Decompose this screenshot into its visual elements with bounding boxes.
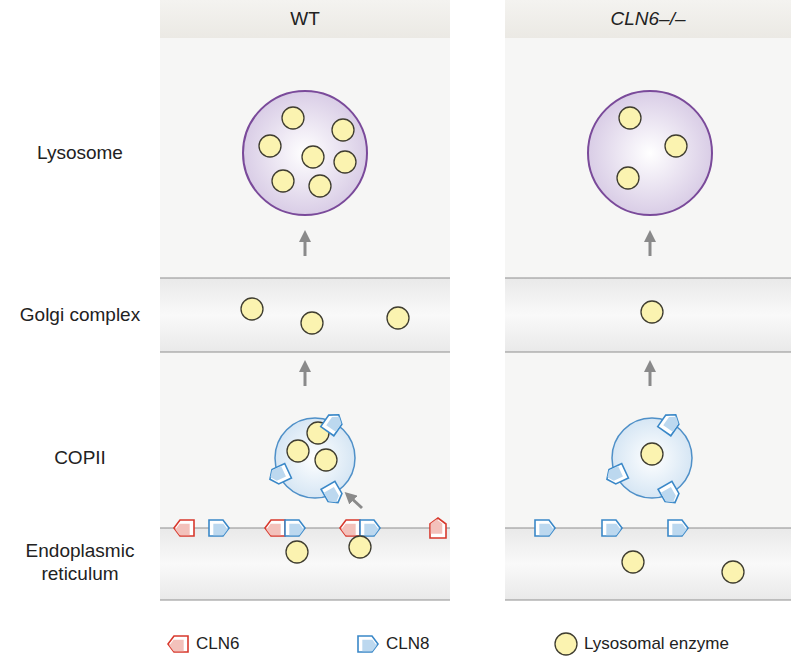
legend-swatch (555, 633, 577, 655)
legend-text: CLN8 (386, 634, 429, 654)
row-label: Golgi complex (10, 304, 150, 327)
panel-header: CLN6–/– (505, 0, 791, 38)
legend-text: Lysosomal enzyme (584, 634, 729, 654)
header-text: CLN6–/– (611, 8, 686, 31)
panel-header: WT (160, 0, 450, 38)
header-text: WT (290, 8, 320, 31)
row-label: COPII (10, 447, 150, 470)
row-label: Endoplasmic reticulum (10, 540, 150, 586)
row-label: Lysosome (10, 142, 150, 165)
legend-swatch (358, 636, 378, 652)
legend-swatch (168, 636, 188, 652)
legend-text: CLN6 (196, 634, 239, 654)
